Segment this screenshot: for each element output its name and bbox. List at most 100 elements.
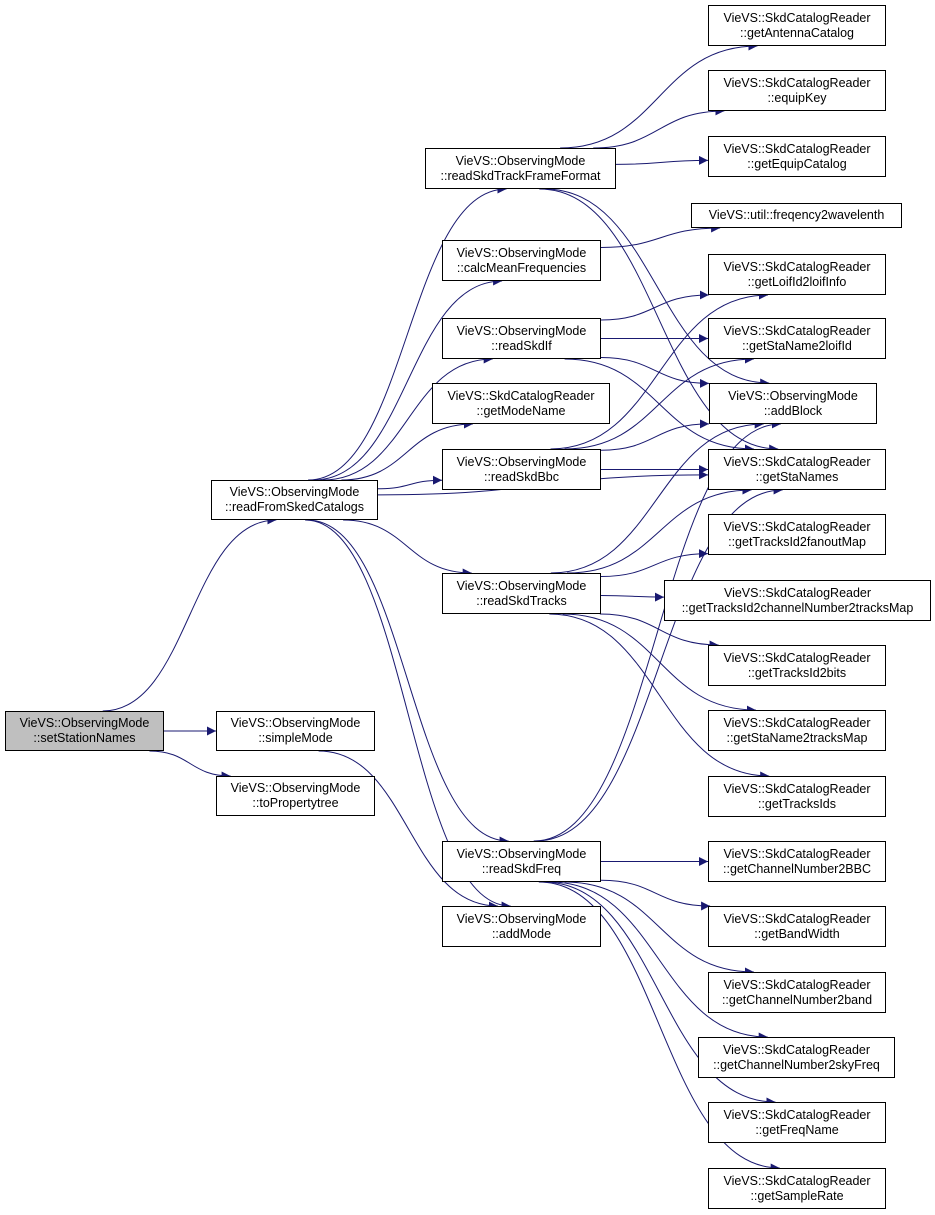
node-line1: VieVS::ObservingMode — [456, 454, 587, 469]
node-line1: VieVS::ObservingMode — [456, 323, 587, 338]
node-line1: VieVS::SkdCatalogReader — [447, 388, 595, 403]
node-line2: ::addMode — [491, 926, 552, 941]
node-line2: ::getTracksId2fanoutMap — [728, 534, 866, 549]
node-line2: ::getStaNames — [755, 469, 839, 484]
node-line1: VieVS::ObservingMode — [229, 485, 360, 499]
node-freqency2wavelenth[interactable]: VieVS::util::freqency2wavelenth — [691, 203, 902, 228]
edge-readSkdTrackFrameFormat-to-getAntennaCatalog — [560, 41, 758, 149]
node-line1: VieVS::SkdCatalogReader — [723, 585, 872, 600]
node-calcMeanFrequencies[interactable]: VieVS::ObservingMode ::calcMeanFrequenci… — [442, 240, 601, 281]
edge-readSkdFreq-to-getFreqName — [543, 881, 776, 1107]
node-line1: VieVS::SkdCatalogReader — [722, 1042, 871, 1057]
node-simpleMode[interactable]: VieVS::ObservingMode ::simpleMode — [216, 711, 375, 751]
node-getSampleRate[interactable]: VieVS::SkdCatalogReader ::getSampleRate — [708, 1168, 886, 1209]
node-line1: VieVS::ObservingMode — [456, 245, 587, 260]
node-readFromSkedCatalogs[interactable]: VieVS::ObservingMode ::readFromSkedCatal… — [211, 480, 378, 520]
node-getStaName2tracksMap[interactable]: VieVS::SkdCatalogReader ::getStaName2tra… — [708, 710, 886, 751]
node-line2: ::getChannelNumber2band — [721, 992, 873, 1007]
node-readSkdBbc[interactable]: VieVS::ObservingMode ::readSkdBbc — [442, 449, 601, 490]
node-getAntennaCatalog[interactable]: VieVS::SkdCatalogReader ::getAntennaCata… — [708, 5, 886, 46]
node-getTracksId2channelNumber2tracksMap[interactable]: VieVS::SkdCatalogReader ::getTracksId2ch… — [664, 580, 931, 621]
node-getChannelNumber2band[interactable]: VieVS::SkdCatalogReader ::getChannelNumb… — [708, 972, 886, 1013]
node-line2: ::getTracksIds — [757, 796, 837, 811]
node-readSkdTrackFrameFormat[interactable]: VieVS::ObservingMode ::readSkdTrackFrame… — [425, 148, 616, 189]
edge-readSkdBbc-to-addBlock — [600, 419, 710, 451]
node-getTracksId2fanoutMap[interactable]: VieVS::SkdCatalogReader ::getTracksId2fa… — [708, 514, 886, 555]
node-line1: VieVS::ObservingMode — [456, 846, 587, 861]
node-line1: VieVS::ObservingMode — [455, 153, 586, 168]
node-getStaNames[interactable]: VieVS::SkdCatalogReader ::getStaNames — [708, 449, 886, 490]
node-getChannelNumber2skyFreq[interactable]: VieVS::SkdCatalogReader ::getChannelNumb… — [698, 1037, 895, 1078]
node-getEquipCatalog[interactable]: VieVS::SkdCatalogReader ::getEquipCatalo… — [708, 136, 886, 177]
node-setStationNames: VieVS::ObservingMode ::setStationNames — [5, 711, 164, 751]
node-line1: VieVS::SkdCatalogReader — [723, 911, 871, 926]
node-line2: ::readSkdTrackFrameFormat — [440, 168, 601, 183]
edge-readSkdTracks-to-getTracksIds — [549, 613, 770, 781]
edge-setStationNames-to-readFromSkedCatalogs — [102, 515, 277, 712]
node-line1: VieVS::SkdCatalogReader — [723, 1107, 871, 1122]
node-addMode[interactable]: VieVS::ObservingMode ::addMode — [442, 906, 601, 947]
node-getFreqName[interactable]: VieVS::SkdCatalogReader ::getFreqName — [708, 1102, 886, 1143]
node-line1: VieVS::SkdCatalogReader — [723, 141, 871, 156]
node-getBandWidth[interactable]: VieVS::SkdCatalogReader ::getBandWidth — [708, 906, 886, 947]
edge-readSkdTrackFrameFormat-to-getStaNames — [539, 188, 779, 454]
edge-readSkdTracks-to-getTracksId2fanoutMap — [600, 549, 709, 577]
edge-readSkdTracks-to-getTracksId2bits — [599, 613, 719, 650]
edge-readSkdTrackFrameFormat-to-addBlock — [544, 188, 770, 388]
node-line2: ::getAntennaCatalog — [740, 25, 854, 40]
edge-readSkdIf-to-getLoifId2loifInfo — [600, 290, 709, 321]
node-line2: ::readSkdIf — [491, 338, 552, 353]
node-line2: ::getSampleRate — [750, 1188, 844, 1203]
edge-readFromSkedCatalogs-to-addMode — [305, 519, 511, 911]
edge-readSkdFreq-to-addBlock — [533, 419, 781, 842]
node-readSkdIf[interactable]: VieVS::ObservingMode ::readSkdIf — [442, 318, 601, 359]
edge-readSkdIf-to-addBlock — [600, 357, 710, 388]
node-line1: VieVS::SkdCatalogReader — [723, 650, 871, 665]
call-edges — [102, 41, 783, 1173]
node-getLoifId2loifInfo[interactable]: VieVS::SkdCatalogReader ::getLoifId2loif… — [708, 254, 886, 295]
node-line1: VieVS::SkdCatalogReader — [723, 75, 871, 90]
node-line2: ::readSkdTracks — [476, 593, 567, 608]
edge-readSkdFreq-to-getBandWidth — [600, 879, 711, 911]
node-readSkdTracks[interactable]: VieVS::ObservingMode ::readSkdTracks — [442, 573, 601, 614]
node-line2: ::getModeName — [476, 403, 566, 418]
edge-readFromSkedCatalogs-to-getModeName — [341, 419, 473, 481]
node-getTracksId2bits[interactable]: VieVS::SkdCatalogReader ::getTracksId2bi… — [708, 645, 886, 686]
node-line1: VieVS::ObservingMode — [728, 388, 858, 403]
edge-simpleMode-to-addMode — [318, 750, 498, 911]
node-line1: VieVS::SkdCatalogReader — [723, 715, 871, 730]
node-line2: ::getChannelNumber2BBC — [723, 861, 871, 876]
node-line1: VieVS::SkdCatalogReader — [723, 323, 871, 338]
edge-readSkdFreq-to-getChannelNumber2skyFreq — [550, 881, 768, 1042]
node-line1: VieVS::SkdCatalogReader — [723, 1173, 871, 1188]
node-getStaName2loifId[interactable]: VieVS::SkdCatalogReader ::getStaName2loi… — [708, 318, 886, 359]
edge-readSkdBbc-to-getStaName2loifId — [564, 354, 754, 450]
edge-readSkdFreq-to-getChannelNumber2band — [564, 881, 754, 977]
node-line1: VieVS::SkdCatalogReader — [723, 519, 871, 534]
edge-readFromSkedCatalogs-to-calcMeanFrequencies — [313, 276, 503, 481]
edge-readFromSkedCatalogs-to-readSkdFreq — [307, 519, 509, 846]
node-line2: ::toPropertytree — [252, 796, 339, 810]
node-readSkdFreq[interactable]: VieVS::ObservingMode ::readSkdFreq — [442, 841, 601, 882]
node-line2: ::readFromSkedCatalogs — [225, 500, 364, 514]
node-line2: ::getLoifId2loifInfo — [747, 274, 847, 289]
node-addBlock[interactable]: VieVS::ObservingMode ::addBlock — [709, 383, 877, 424]
node-line1: VieVS::SkdCatalogReader — [723, 259, 871, 274]
node-line1: VieVS::ObservingMode — [19, 716, 150, 730]
node-line2: ::getTracksId2channelNumber2tracksMap — [681, 600, 914, 615]
node-line2: ::addBlock — [763, 403, 823, 418]
node-line2: ::calcMeanFrequencies — [456, 260, 587, 275]
edge-calcMeanFrequencies-to-freqency2wavelenth — [600, 223, 721, 248]
node-getModeName[interactable]: VieVS::SkdCatalogReader ::getModeName — [432, 383, 610, 424]
node-line2: ::setStationNames — [33, 731, 136, 745]
node-getChannelNumber2BBC[interactable]: VieVS::SkdCatalogReader ::getChannelNumb… — [708, 841, 886, 882]
node-getTracksIds[interactable]: VieVS::SkdCatalogReader ::getTracksIds — [708, 776, 886, 817]
node-line2: ::readSkdBbc — [483, 469, 560, 484]
node-equipKey[interactable]: VieVS::SkdCatalogReader ::equipKey — [708, 70, 886, 111]
node-line1: VieVS::util::freqency2wavelenth — [708, 208, 885, 222]
edge-readSkdFreq-to-getStaNames — [535, 485, 783, 842]
node-toPropertytree[interactable]: VieVS::ObservingMode ::toPropertytree — [216, 776, 375, 816]
node-line2: ::equipKey — [767, 90, 827, 105]
edge-readSkdFreq-to-getSampleRate — [538, 881, 780, 1173]
node-line1: VieVS::ObservingMode — [230, 781, 361, 795]
